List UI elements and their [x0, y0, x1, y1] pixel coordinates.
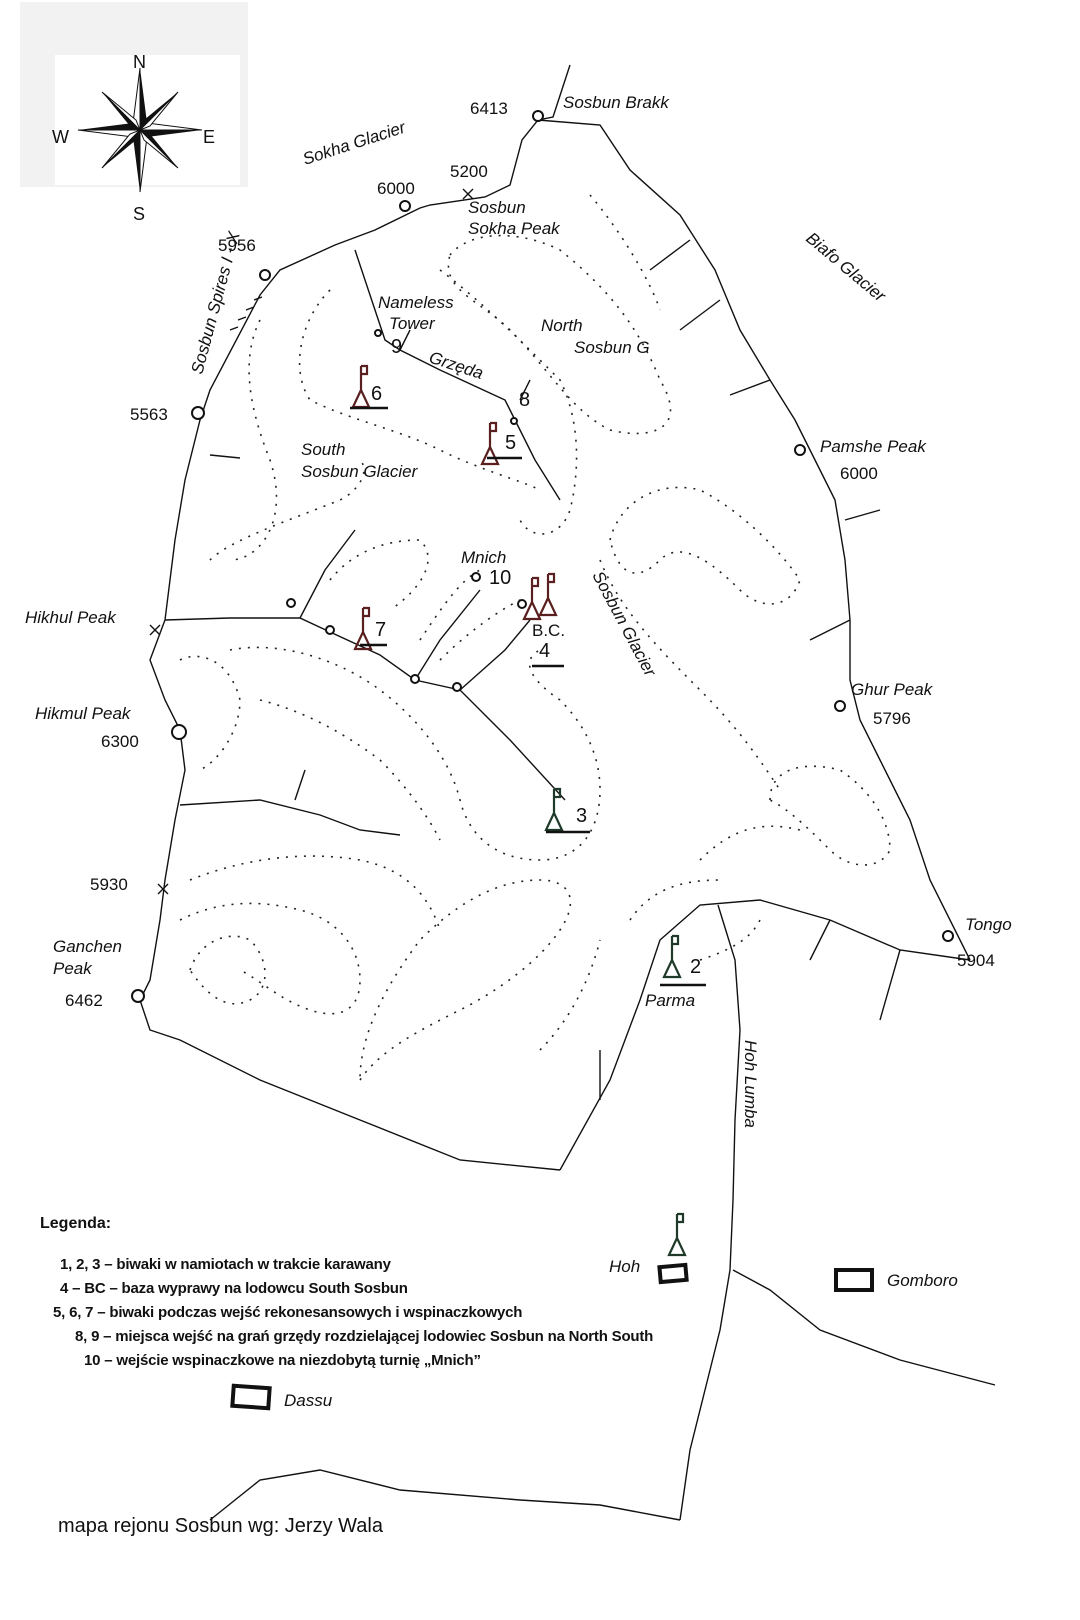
camp-icons [350, 364, 706, 1257]
elev-5796: 5796 [873, 709, 911, 728]
pass-markers [149, 188, 474, 895]
camp-number-8: 8 [519, 389, 530, 411]
label-nameless-1: Nameless [378, 293, 454, 312]
compass-s: S [133, 204, 145, 224]
camp-number-2: 2 [690, 956, 701, 978]
village-markers [230, 1262, 874, 1411]
ridge-lines [139, 64, 996, 1521]
camp-flag-icon [522, 576, 542, 621]
compass-e: E [203, 127, 215, 147]
elev-5904: 5904 [957, 951, 995, 970]
camp-flag-icon [544, 787, 564, 832]
village-hoh-icon [657, 1262, 689, 1285]
junction-point [517, 599, 527, 609]
label-ghur: Ghur Peak [851, 680, 934, 699]
legend-item: 5, 6, 7 – biwaki podczas wejść rekonesan… [53, 1304, 523, 1321]
label-hikhul: Hikhul Peak [25, 608, 117, 627]
label-sosbun-sokha-peak-1: Sosbun [468, 198, 526, 217]
camp-number-7: 7 [375, 619, 386, 641]
label-north-sosbun-1: North [541, 316, 583, 335]
elev-6413: 6413 [470, 99, 508, 118]
camp-number-10: 10 [489, 567, 511, 589]
label-north-sosbun-2: Sosbun G [574, 338, 650, 357]
label-south-sosbun-1: South [301, 440, 345, 459]
peak-markers [131, 110, 954, 1003]
label-tongo: Tongo [965, 915, 1012, 934]
compass-w: W [52, 127, 69, 147]
peak-ganchen [131, 989, 145, 1003]
label-nameless-2: Tower [389, 314, 436, 333]
camp-flag-icon [480, 421, 500, 466]
village-dassu-icon [230, 1383, 272, 1411]
glacier-hachures [179, 194, 891, 1081]
label-biafo-glacier: Biafo Glacier [802, 229, 890, 307]
label-bc: B.C. [532, 621, 565, 640]
elev-5200: 5200 [450, 162, 488, 181]
label-sosbun-glacier: Sosbun Glacier [588, 568, 660, 681]
legend-item: 4 – BC – baza wyprawy na lodowcu South S… [60, 1280, 408, 1297]
camp-number-6: 6 [371, 383, 382, 405]
label-parma: Parma [645, 991, 695, 1010]
label-mnich: Mnich [461, 548, 506, 567]
junction-point [325, 625, 335, 635]
label-ganchen-1: Ganchen [53, 937, 122, 956]
map-legend: Legenda: 1, 2, 3 – biwaki w namiotach w … [40, 1215, 660, 1373]
label-hikmul: Hikmul Peak [35, 704, 132, 723]
label-south-sosbun-2: Sosbun Glacier [301, 462, 419, 481]
elev-5563: 5563 [130, 405, 168, 424]
camp-flag-icon [353, 606, 373, 651]
elev-5956: 5956 [218, 236, 256, 255]
junction-point [410, 674, 420, 684]
peak-hikmul [171, 724, 187, 740]
peak-6000-north [399, 200, 411, 212]
elev-6300: 6300 [101, 732, 139, 751]
compass-n: N [133, 52, 146, 72]
junction-point [286, 598, 296, 608]
elev-6462: 6462 [65, 991, 103, 1010]
elev-6000-b: 6000 [840, 464, 878, 483]
peak-5563 [191, 406, 205, 420]
elev-6000-a: 6000 [377, 179, 415, 198]
elev-5930: 5930 [90, 875, 128, 894]
point-9 [374, 329, 382, 337]
legend-item: 10 – wejście wspinaczkowe na niezdobytą … [84, 1352, 481, 1369]
camp-number-9: 9 [391, 336, 402, 358]
label-sosbun-brakk: Sosbun Brakk [563, 93, 670, 112]
camp-number-3: 3 [576, 805, 587, 827]
elevation-labels: 6413 5200 6000 5956 5563 6000 6300 5796 … [65, 99, 995, 1010]
camp-flag-icon [662, 934, 682, 979]
compass-rose: N E S W [20, 2, 248, 224]
label-sokha-glacier: Sokha Glacier [300, 117, 409, 168]
label-ganchen-2: Peak [53, 959, 93, 978]
camp-number-5: 5 [505, 432, 516, 454]
point-mnich [471, 572, 481, 582]
camp-number-4: 4 [539, 640, 550, 662]
peak-ghur [834, 700, 846, 712]
village-gomboro-icon [834, 1268, 874, 1292]
peak-sosbun-brakk [532, 110, 544, 122]
legend-title: Legenda: [40, 1215, 112, 1232]
junction-point [452, 682, 462, 692]
label-sosbun-sokha-peak-2: Sokha Peak [468, 219, 561, 238]
peak-pamshe [794, 444, 806, 456]
legend-item: 1, 2, 3 – biwaki w namiotach w trakcie k… [60, 1256, 391, 1273]
place-labels: Sosbun Brakk Sokha Glacier Sosbun Sokha … [25, 93, 1012, 1410]
camp-flag-icon [351, 364, 371, 409]
peak-tongo [942, 930, 954, 942]
label-hoh-lumba: Hoh Lumba [741, 1040, 760, 1128]
compass-star-icon [77, 67, 203, 193]
label-hoh: Hoh [609, 1257, 640, 1276]
map-credit: mapa rejonu Sosbun wg: Jerzy Wala [58, 1515, 383, 1537]
label-gomboro: Gomboro [887, 1271, 958, 1290]
label-dassu: Dassu [284, 1391, 333, 1410]
camp-numbers: 2 3 4 5 6 7 8 9 10 [371, 336, 701, 978]
point-8 [510, 417, 518, 425]
camp-flag-icon [667, 1212, 687, 1257]
legend-item: 8, 9 – miejsca wejść na grań grzędy rozd… [75, 1328, 654, 1345]
peak-5956 [259, 269, 271, 281]
label-pamshe: Pamshe Peak [820, 437, 927, 456]
camp-flag-icon [538, 572, 558, 617]
